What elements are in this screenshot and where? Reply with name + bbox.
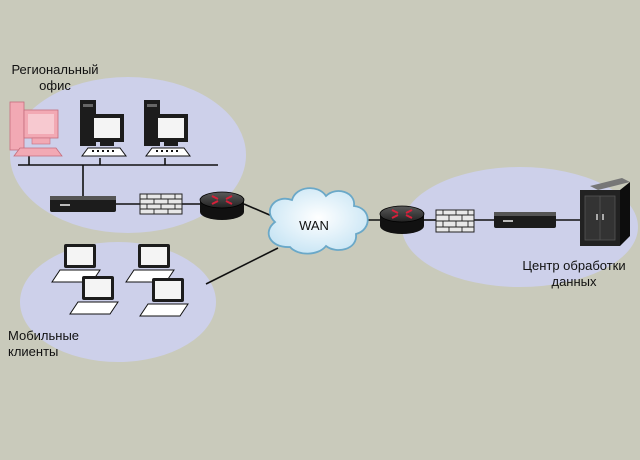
workstation-pink-icon [9,101,63,157]
mobile-clients-label-line-2: клиенты [8,344,59,359]
mobile-clients-label: Мобильные клиенты [8,328,79,360]
laptop-2-icon [125,244,175,283]
switch-regional-icon [50,196,116,212]
connection-lines [18,152,580,285]
workstation-3-icon [144,100,191,157]
laptop-3-icon [69,276,119,315]
server-cabinet-icon [580,178,630,246]
data-center-label-line-2: данных [551,274,597,289]
firewall-regional-icon [139,193,183,215]
wan-label: WAN [299,218,329,233]
wan-cloud [267,187,369,255]
workstation-2-icon [80,100,127,157]
mobile-clients-label-line-1: Мобильные [8,328,80,343]
regional-office-label-line-1: Региональный [11,62,99,77]
router-regional-icon [199,191,245,220]
data-center-label: Центр обработки данных [512,258,636,290]
router-datacenter-icon [379,205,425,234]
regional-office-label: Региональный офис [10,62,100,94]
firewall-datacenter-icon [435,209,475,233]
switch-datacenter-icon [494,212,556,228]
laptop-4-icon [139,278,189,317]
data-center-label-line-1: Центр обработки [522,258,626,273]
laptop-1-icon [51,244,101,283]
regional-office-label-line-2: офис [39,78,71,93]
